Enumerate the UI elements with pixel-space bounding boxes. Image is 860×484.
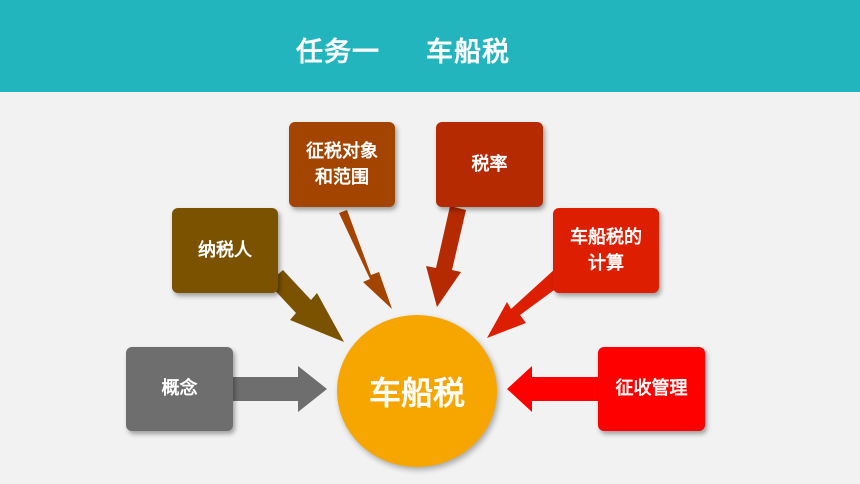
node-rate-label: 税率 bbox=[471, 153, 508, 175]
node-calc-line1: 车船税的 bbox=[570, 227, 642, 249]
node-admin-label: 征收管理 bbox=[615, 378, 688, 400]
node-concept: 概念 bbox=[126, 347, 233, 431]
arrow-admin bbox=[507, 366, 598, 412]
node-admin: 征收管理 bbox=[598, 347, 705, 431]
node-scope-line1: 征税对象 bbox=[306, 141, 378, 163]
node-taxpayer-label: 纳税人 bbox=[198, 239, 252, 261]
arrow-rate bbox=[426, 206, 466, 307]
center-label: 车船税 bbox=[368, 374, 465, 412]
node-taxpayer: 纳税人 bbox=[172, 208, 278, 293]
node-calc: 车船税的 计算 bbox=[553, 208, 659, 293]
node-rate: 税率 bbox=[436, 122, 543, 207]
arrow-concept bbox=[233, 366, 327, 412]
node-scope-line2: 和范围 bbox=[315, 166, 369, 188]
title-task: 任务一 bbox=[296, 37, 380, 68]
center-circle: 车船税 bbox=[337, 315, 497, 467]
node-concept-label: 概念 bbox=[161, 378, 198, 400]
arrow-scope bbox=[339, 210, 392, 309]
node-calc-line2: 计算 bbox=[588, 252, 624, 274]
node-scope: 征税对象 和范围 bbox=[289, 122, 395, 207]
page-title: 任务一 车船税 bbox=[296, 30, 510, 69]
title-topic: 车船税 bbox=[426, 37, 510, 68]
arrow-taxpayer bbox=[268, 270, 344, 342]
arrow-calc bbox=[487, 268, 565, 338]
header-banner: 任务一 车船税 bbox=[0, 0, 860, 92]
